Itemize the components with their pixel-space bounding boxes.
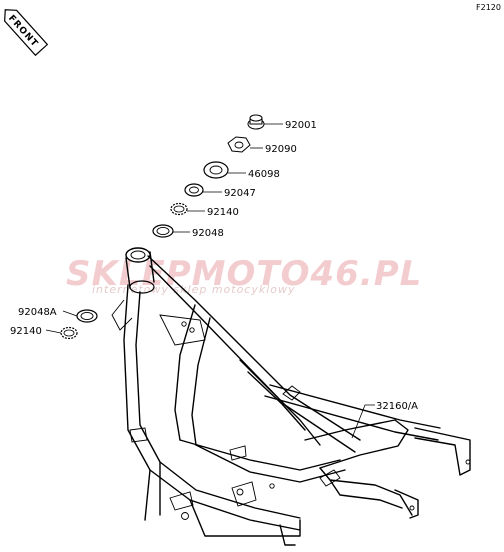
watermark: SKLEPMOTO46.PL internetowy sklep motocyk… xyxy=(66,254,422,296)
front-arrow-icon xyxy=(4,9,49,57)
bearing-92048-upper xyxy=(152,224,174,238)
washer-92047 xyxy=(184,183,204,197)
bolt-92001 xyxy=(247,114,265,130)
callout-92048A: 92048A xyxy=(18,307,57,318)
callout-labels: 92001 92090 46098 92047 92140 92048 9204… xyxy=(10,120,418,412)
ring-92140-upper xyxy=(170,202,188,216)
watermark-tagline: internetowy sklep motocyklowy xyxy=(92,283,296,296)
callout-92001: 92001 xyxy=(285,120,317,131)
callout-92047: 92047 xyxy=(224,188,256,199)
callout-32160A: 32160/A xyxy=(376,401,418,412)
front-direction-badge: FRONT xyxy=(4,9,49,57)
frame-32160 xyxy=(111,247,471,546)
watermark-brand: SKLEPMOTO46.PL xyxy=(66,254,422,294)
washer-46098 xyxy=(203,161,229,179)
callout-92140-upper: 92140 xyxy=(207,207,239,218)
bearing-92048A-lower xyxy=(76,309,98,323)
figure-code: F2120 xyxy=(476,3,501,12)
callout-92048-upper: 92048 xyxy=(192,228,224,239)
callout-46098: 46098 xyxy=(248,169,280,180)
nut-92090 xyxy=(227,136,251,153)
callout-92140-lower: 92140 xyxy=(10,326,42,337)
ring-92140-lower xyxy=(60,326,78,340)
callout-92090: 92090 xyxy=(265,144,297,155)
leader-lines xyxy=(45,123,375,439)
